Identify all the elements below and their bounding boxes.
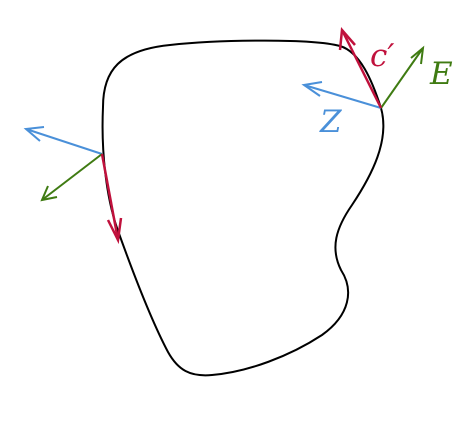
closed-curve	[101, 39, 385, 377]
right-z-arrowhead	[301, 81, 323, 97]
left-normal-vector	[41, 153, 103, 201]
left-z-vector	[25, 128, 103, 155]
left-tangent-arrowhead	[106, 217, 123, 245]
right-tangent-arrowhead	[338, 26, 356, 51]
left-z-arrowhead	[23, 126, 45, 142]
right-z-vector	[303, 84, 382, 109]
right-tangent-vector	[340, 29, 383, 109]
left-vector-group	[23, 126, 123, 245]
left-normal-arrowhead	[40, 185, 58, 202]
right-normal-arrowhead	[410, 45, 425, 65]
left-tangent-vector	[100, 153, 120, 241]
right-vector-group	[301, 26, 425, 109]
normal-label: E	[429, 56, 453, 92]
z-label: Z	[319, 104, 342, 140]
right-normal-vector	[380, 47, 424, 109]
tangent-label: c′	[370, 38, 394, 74]
